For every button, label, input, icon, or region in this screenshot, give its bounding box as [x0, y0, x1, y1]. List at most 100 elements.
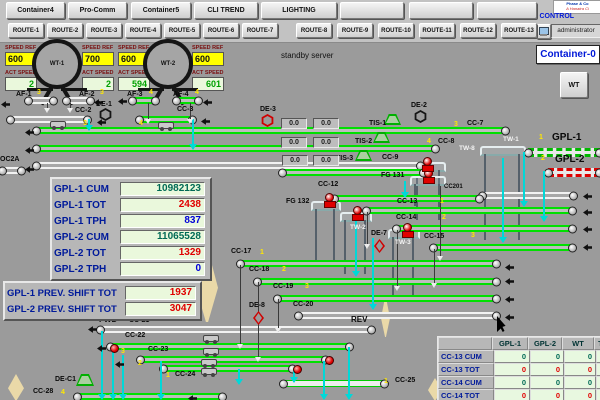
conveyor-gpl-2[interactable]	[548, 168, 600, 177]
drive-fault-indicator[interactable]	[352, 206, 364, 221]
alarm-horn-icon[interactable]	[97, 119, 106, 126]
route-button-4[interactable]: ROUTE-4	[125, 23, 161, 38]
conveyor-cc-2[interactable]	[10, 116, 88, 123]
conveyor-af-3[interactable]	[132, 97, 156, 104]
conveyor-cc-24[interactable]	[163, 365, 293, 372]
label-cc-8: CC-8	[438, 138, 455, 145]
alarm-horn-icon[interactable]	[118, 98, 127, 105]
conveyor-cc-11[interactable]	[282, 169, 424, 176]
workstation-icon[interactable]	[536, 24, 551, 39]
diverter-gate-icon[interactable]	[99, 108, 112, 121]
fault-roller[interactable]	[110, 344, 119, 353]
alarm-horn-icon[interactable]	[94, 99, 103, 106]
diverter-gate-fault-icon[interactable]	[261, 114, 274, 127]
wheel-machine-wt-2[interactable]: WT-2	[143, 39, 193, 89]
wheel-machine-wt-1[interactable]: WT-1	[32, 39, 82, 89]
conveyor-af-4[interactable]	[176, 97, 199, 104]
speed-ref-label-3: SPEED REF	[118, 45, 150, 51]
alarm-horn-icon[interactable]	[583, 193, 592, 200]
fault-roller[interactable]	[325, 356, 334, 365]
alarm-horn-icon[interactable]	[97, 345, 106, 352]
chute-icon[interactable]	[76, 374, 94, 386]
toolbar-button-blank[interactable]	[409, 2, 473, 19]
toolbar-button-blank[interactable]	[340, 2, 404, 19]
alarm-horn-icon[interactable]	[505, 314, 514, 321]
belt-weigher-icon[interactable]	[355, 150, 372, 161]
material-flow-arrow	[109, 351, 117, 400]
conveyor-cc-10[interactable]	[482, 192, 574, 199]
conveyor-cc-20[interactable]	[298, 312, 497, 319]
conveyor-cc-25[interactable]	[282, 380, 386, 387]
tripper-legs-fg-132	[315, 209, 335, 267]
alarm-horn-icon[interactable]	[505, 264, 514, 271]
route-button-13[interactable]: ROUTE-13	[501, 23, 537, 38]
drive-fault-indicator[interactable]	[402, 223, 414, 238]
route-button-10[interactable]: ROUTE-10	[378, 23, 414, 38]
logged-in-user-field[interactable]: administrator	[551, 24, 600, 38]
toolbar-button-blank[interactable]	[477, 2, 537, 19]
route-button-8[interactable]: ROUTE-8	[296, 23, 332, 38]
belt-weigher-icon[interactable]	[384, 114, 401, 125]
conveyor-cc-21[interactable]	[100, 326, 372, 333]
toolbar-button-cli-trend[interactable]: CLI TREND	[194, 2, 258, 19]
conveyor-cc-7[interactable]	[36, 127, 506, 134]
alarm-horn-icon[interactable]	[115, 361, 124, 368]
toolbar-button-container4[interactable]: Container4	[6, 2, 65, 19]
flap-gate-fault-icon[interactable]	[253, 311, 264, 325]
conveyor-af-1[interactable]	[28, 97, 54, 104]
alarm-horn-icon[interactable]	[201, 118, 210, 125]
alarm-horn-icon[interactable]	[188, 395, 197, 400]
alarm-horn-icon[interactable]	[1, 101, 10, 108]
conveyor-cc-13[interactable]	[366, 207, 573, 214]
drive-fault-indicator[interactable]	[324, 193, 336, 208]
route-button-1[interactable]: ROUTE-1	[8, 23, 44, 38]
speed-ref-value-4[interactable]: 600	[192, 52, 224, 66]
row-value: 0	[120, 262, 205, 276]
wt-button[interactable]: WT	[560, 72, 588, 98]
alarm-horn-icon[interactable]	[505, 296, 514, 303]
alarm-horn-icon[interactable]	[25, 166, 34, 173]
conveyor-cc-22[interactable]	[110, 343, 350, 350]
route-button-11[interactable]: ROUTE-11	[419, 23, 455, 38]
flap-gate-fault-icon[interactable]	[374, 239, 385, 253]
toolbar-button-container5[interactable]: Container5	[131, 2, 191, 19]
alarm-horn-icon[interactable]	[505, 278, 514, 285]
vendor-logo: Phase & Co A Hanatra Ci	[553, 0, 600, 14]
toolbar-button-lighting[interactable]: LIGHTING	[261, 2, 337, 19]
route-button-6[interactable]: ROUTE-6	[203, 23, 239, 38]
conveyor-gpl-1[interactable]	[528, 148, 600, 157]
route-button-9[interactable]: ROUTE-9	[337, 23, 373, 38]
alarm-horn-icon[interactable]	[25, 129, 34, 136]
route-button-2[interactable]: ROUTE-2	[47, 23, 83, 38]
route-button-3[interactable]: ROUTE-3	[86, 23, 122, 38]
belt-weigher-icon[interactable]	[373, 132, 390, 143]
alarm-horn-icon[interactable]	[583, 244, 592, 251]
conveyor-cc-9[interactable]	[36, 162, 421, 169]
drive-fault-indicator[interactable]	[422, 157, 434, 172]
conveyor-cc-23[interactable]	[140, 356, 326, 363]
fault-roller[interactable]	[293, 365, 302, 374]
conveyor-af-2[interactable]	[66, 97, 91, 104]
transfer-drop-arrow	[364, 212, 370, 249]
route-button-5[interactable]: ROUTE-5	[164, 23, 200, 38]
alarm-horn-icon[interactable]	[25, 147, 34, 154]
conveyor-cc-14[interactable]	[396, 225, 573, 232]
conveyor-cc-28[interactable]	[77, 393, 223, 400]
conveyor-cc-18[interactable]	[257, 278, 497, 285]
toolbar-button-pro-comm[interactable]: Pro-Comm	[68, 2, 127, 19]
row-value: 0	[494, 363, 530, 376]
alarm-horn-icon[interactable]	[88, 326, 97, 333]
alarm-horn-icon[interactable]	[203, 99, 212, 106]
alarm-horn-icon[interactable]	[583, 209, 592, 216]
conveyor-cc-19[interactable]	[277, 295, 497, 302]
speed-ref-value-2[interactable]: 700	[82, 52, 114, 66]
conveyor-cc-8[interactable]	[36, 145, 436, 152]
conveyor-oc2a[interactable]	[2, 167, 22, 174]
conveyor-cc-15[interactable]	[433, 244, 573, 251]
route-button-12[interactable]: ROUTE-12	[460, 23, 496, 38]
route-button-7[interactable]: ROUTE-7	[242, 23, 278, 38]
diverter-gate-icon[interactable]	[414, 110, 427, 123]
conveyor-cc-17[interactable]	[240, 260, 497, 267]
container-selector[interactable]: Container-0	[536, 45, 600, 64]
alarm-horn-icon[interactable]	[583, 226, 592, 233]
